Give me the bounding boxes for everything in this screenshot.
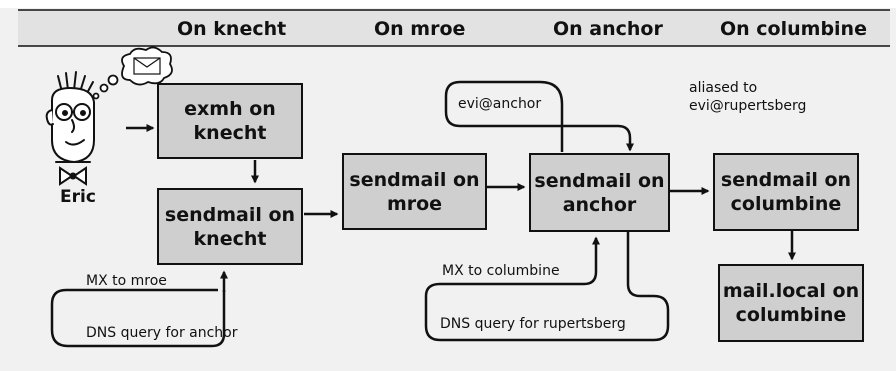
label-dns-query-anchor: DNS query for anchor	[86, 325, 238, 341]
column-header-columbine: On columbine	[720, 18, 867, 40]
column-header-anchor: On anchor	[553, 18, 663, 40]
box-exmh-knecht: exmh on knecht	[157, 83, 303, 159]
eric-figure-icon	[45, 71, 95, 186]
label-mx-to-columbine: MX to columbine	[442, 263, 560, 279]
top-margin	[0, 0, 896, 8]
label-dns-query-rupertsberg: DNS query for rupertsberg	[440, 316, 626, 332]
label-evi-anchor: evi@anchor	[458, 96, 542, 112]
loop-dns-rupertsberg	[424, 232, 670, 342]
loop-dns-anchor	[50, 288, 226, 348]
loop-evi-anchor	[444, 80, 634, 152]
header-band	[18, 10, 890, 46]
box-mail-local-columbine: mail.local on columbine	[718, 264, 864, 342]
box-sendmail-columbine: sendmail on columbine	[713, 153, 859, 231]
user-name-label: Eric	[60, 187, 96, 207]
column-header-knecht: On knecht	[177, 18, 287, 40]
box-sendmail-knecht: sendmail on knecht	[157, 188, 303, 265]
box-sendmail-mroe: sendmail on mroe	[342, 153, 487, 230]
label-aliased-to: aliased to evi@rupertsberg	[689, 80, 807, 114]
column-header-mroe: On mroe	[374, 18, 466, 40]
label-mx-to-mroe: MX to mroe	[86, 273, 167, 289]
thought-bubble-icon	[92, 46, 173, 100]
box-sendmail-anchor: sendmail on anchor	[529, 153, 670, 232]
